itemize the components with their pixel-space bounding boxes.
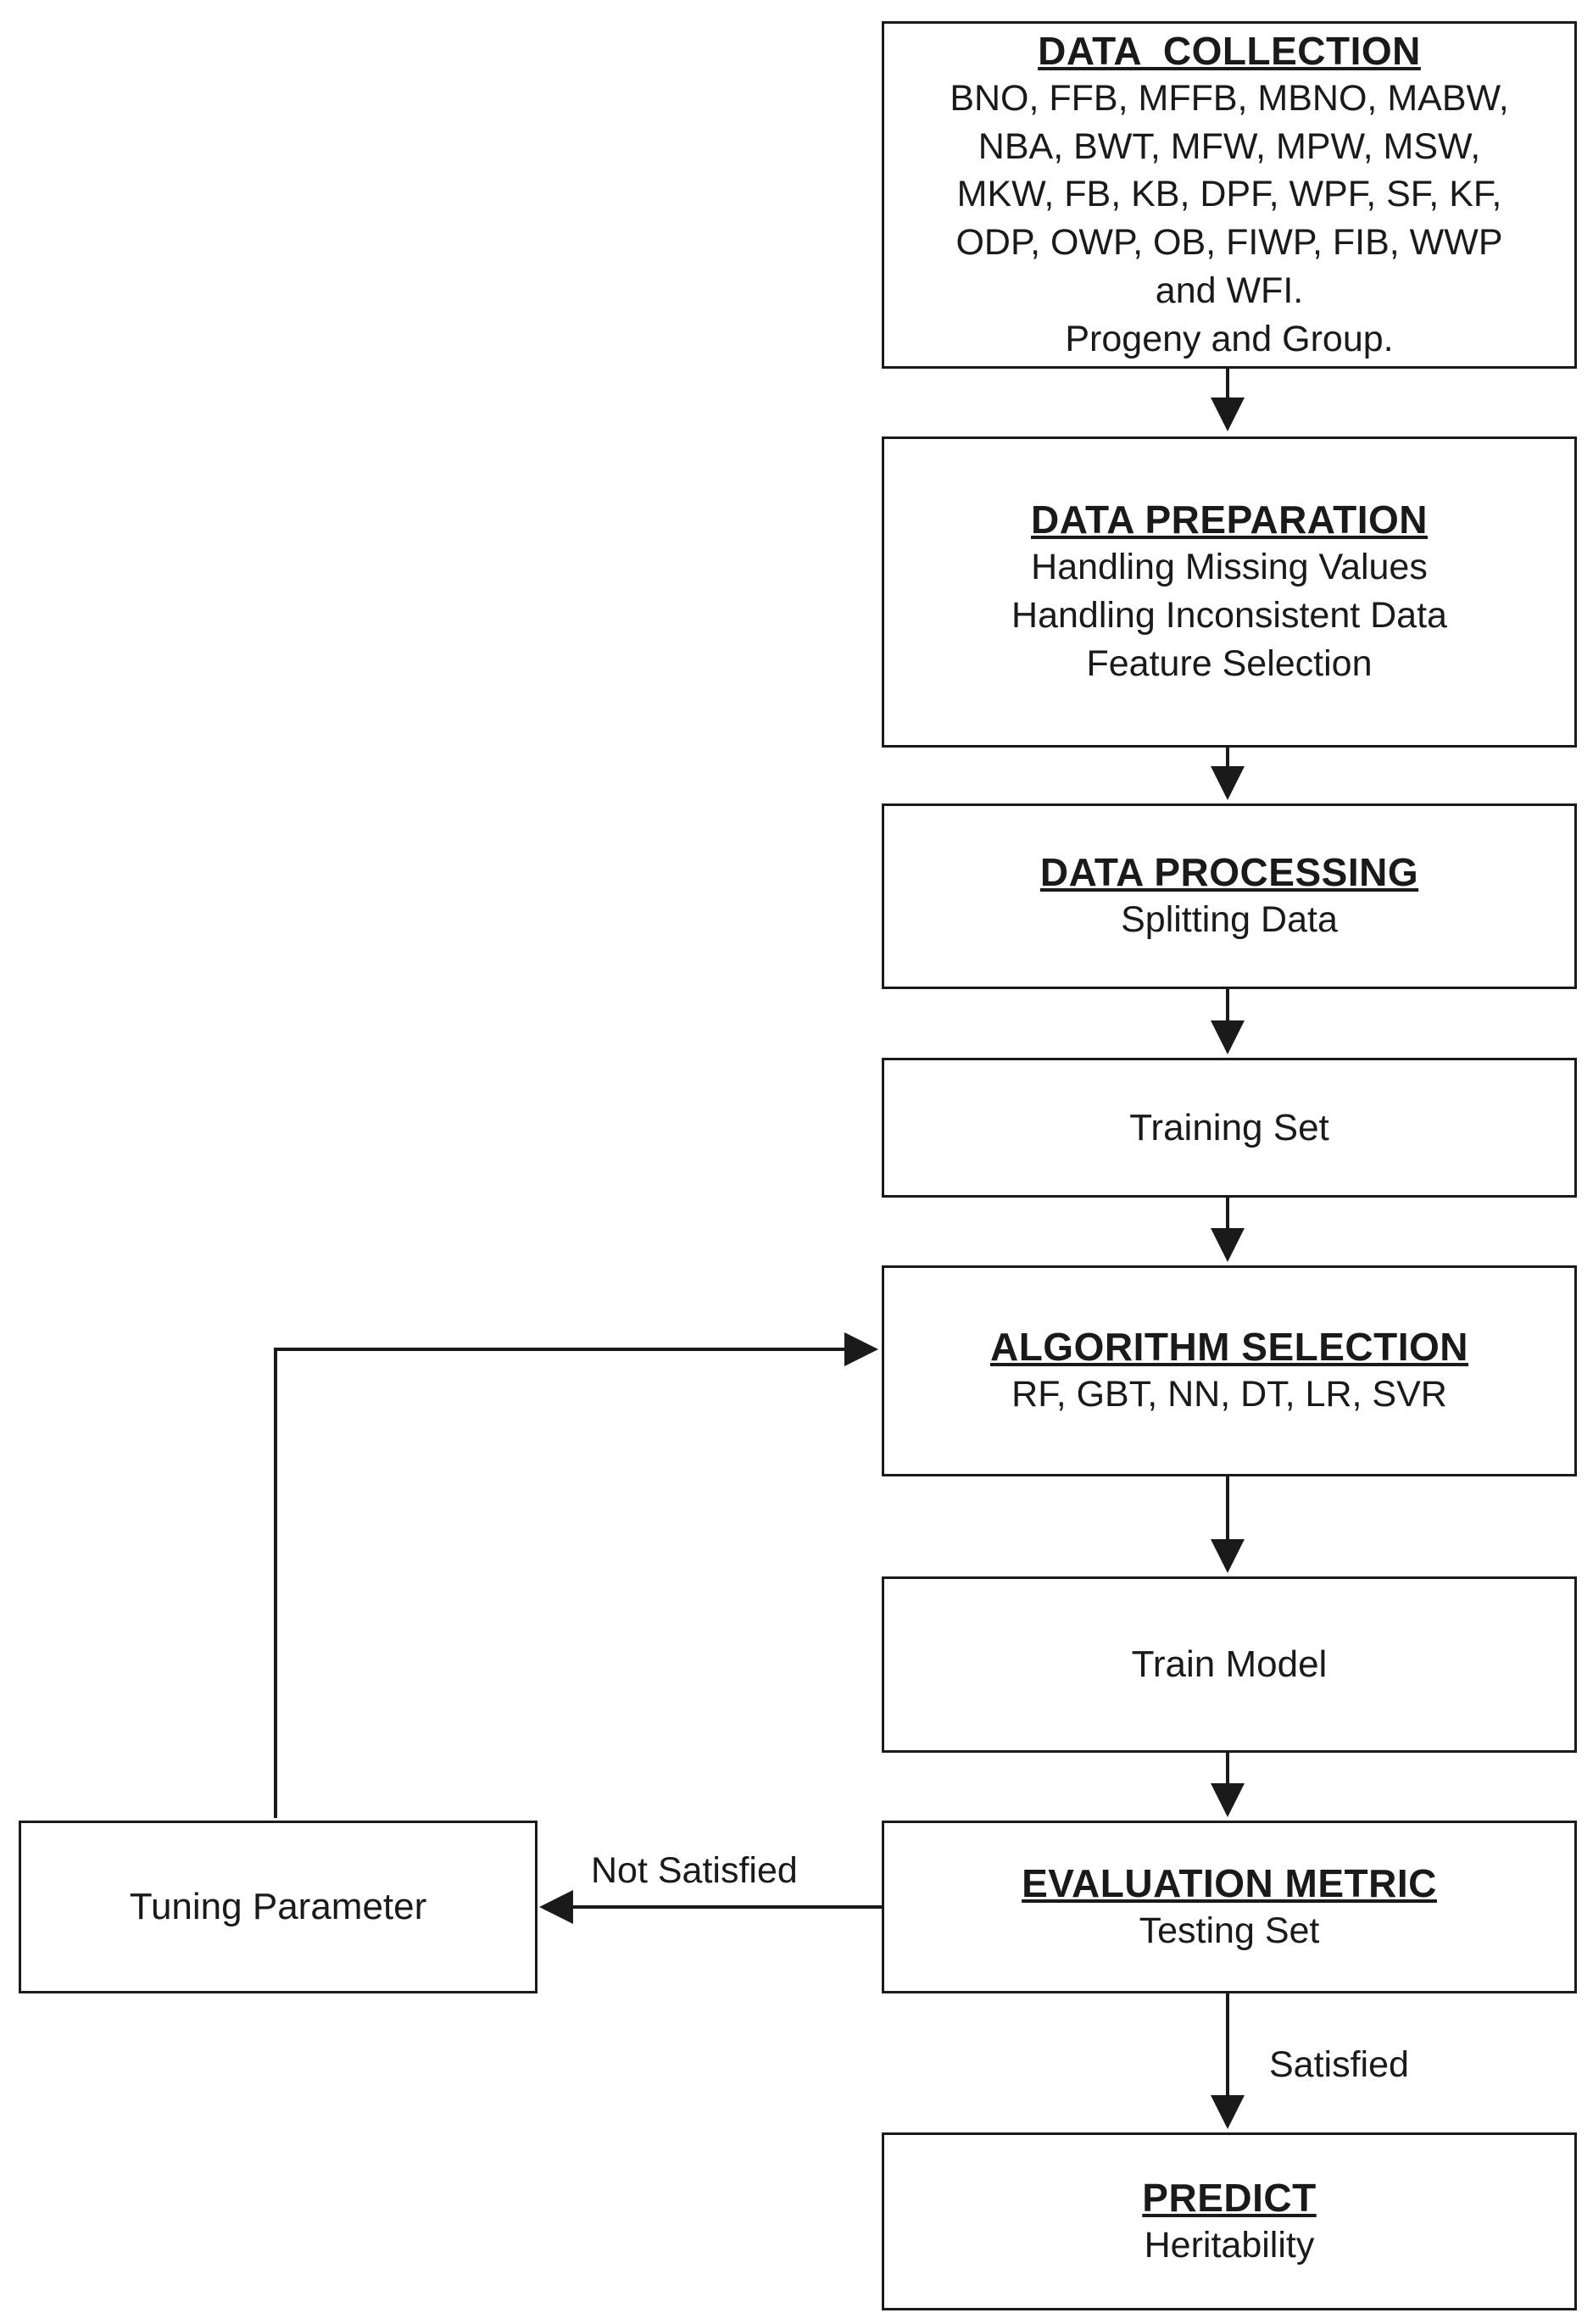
evaluation-metric-box: EVALUATION METRIC Testing Set [882, 1821, 1577, 1993]
predict-line: Heritability [1144, 2224, 1315, 2266]
tuning-parameter-label: Tuning Parameter [129, 1886, 427, 1927]
train-model-label: Train Model [1131, 1643, 1328, 1685]
data-collection-line: NBA, BWT, MFW, MPW, MSW, [978, 125, 1481, 167]
evaluation-metric-line: Testing Set [1139, 1910, 1320, 1951]
data-collection-line: BNO, FFB, MFFB, MBNO, MABW, [950, 77, 1509, 119]
arrow-tuning-to-algorithm [274, 1332, 878, 1818]
data-preparation-title: DATA PREPARATION [1031, 498, 1428, 542]
tuning-parameter-box: Tuning Parameter [19, 1821, 537, 1993]
data-processing-box: DATA PROCESSING Splitting Data [882, 803, 1577, 989]
data-collection-title: DATA COLLECTION [1038, 28, 1421, 73]
algorithm-selection-title: ALGORITHM SELECTION [989, 1325, 1469, 1370]
data-preparation-line: Feature Selection [1086, 642, 1373, 684]
training-set-label: Training Set [1129, 1106, 1329, 1148]
data-collection-line: ODP, OWP, OB, FIWP, FIB, WWP [955, 222, 1503, 264]
satisfied-label: Satisfied [1269, 2044, 1409, 2085]
data-processing-line: Splitting Data [1121, 899, 1338, 941]
data-preparation-line: Handling Inconsistent Data [1011, 595, 1447, 637]
data-preparation-line: Handling Missing Values [1031, 547, 1428, 588]
predict-title: PREDICT [1142, 2175, 1317, 2220]
data-collection-box: DATA COLLECTION BNO, FFB, MFFB, MBNO, MA… [882, 21, 1577, 369]
predict-box: PREDICT Heritability [882, 2132, 1577, 2310]
data-collection-line: and WFI. [1155, 270, 1304, 311]
training-set-box: Training Set [882, 1058, 1577, 1198]
train-model-box: Train Model [882, 1576, 1577, 1753]
data-collection-line: Progeny and Group. [1065, 318, 1394, 359]
evaluation-metric-title: EVALUATION METRIC [1022, 1860, 1437, 1905]
not-satisfied-label: Not Satisfied [591, 1850, 798, 1891]
data-preparation-box: DATA PREPARATION Handling Missing Values… [882, 436, 1577, 748]
algorithm-selection-box: ALGORITHM SELECTION RF, GBT, NN, DT, LR,… [882, 1265, 1577, 1476]
data-collection-line: MKW, FB, KB, DPF, WPF, SF, KF, [956, 174, 1502, 215]
data-processing-title: DATA PROCESSING [1039, 850, 1419, 895]
algorithm-selection-line: RF, GBT, NN, DT, LR, SVR [1011, 1374, 1447, 1415]
